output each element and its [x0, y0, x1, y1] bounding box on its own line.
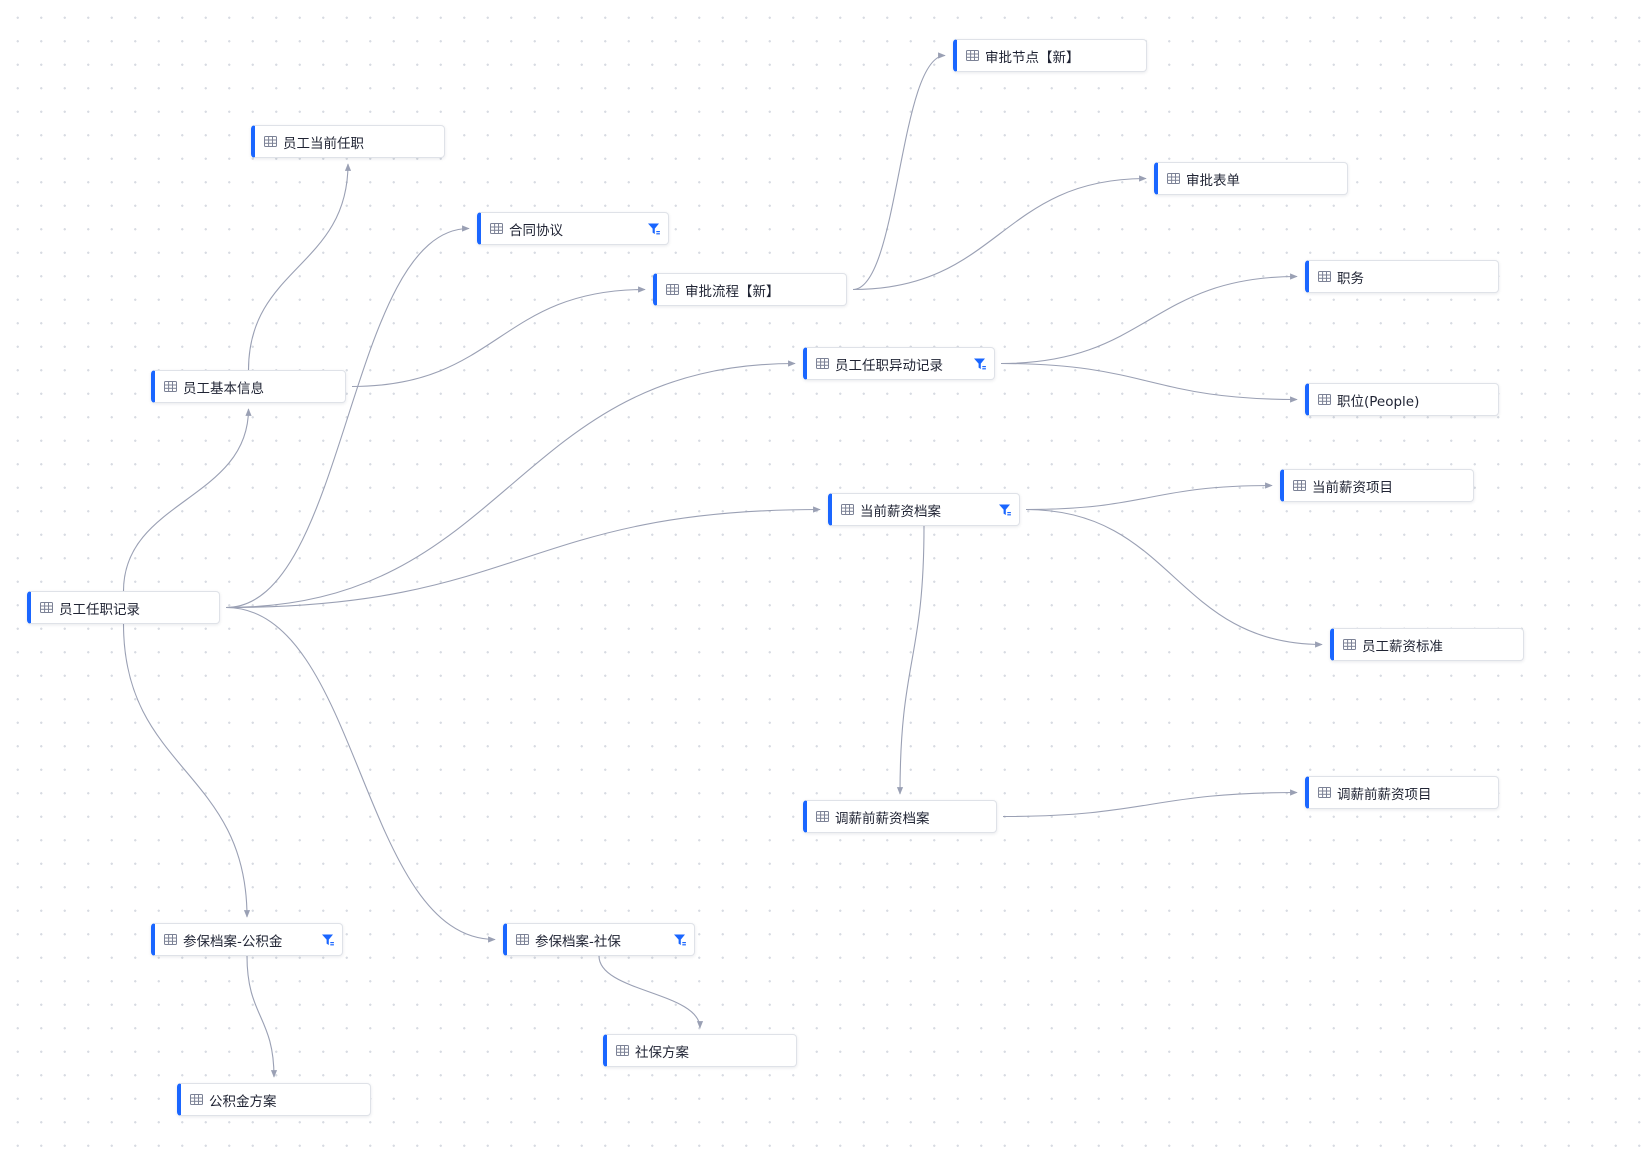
node-label: 员工任职记录 — [59, 601, 140, 618]
table-icon — [966, 50, 979, 61]
node-label: 当前薪资项目 — [1312, 479, 1393, 496]
edge-n12-n10 — [225, 506, 821, 609]
table-node-social-security-plan[interactable]: 社保方案 — [603, 1034, 797, 1067]
table-node-approval-form[interactable]: 审批表单 — [1154, 162, 1348, 195]
node-label: 公积金方案 — [209, 1093, 277, 1110]
edge-n16-n19 — [246, 955, 278, 1078]
filter-icon[interactable] — [998, 503, 1012, 517]
edge-n12-n9 — [122, 408, 252, 592]
edge-n9-n3 — [351, 286, 646, 388]
node-label: 参保档案-社保 — [535, 933, 621, 950]
node-label: 员工当前任职 — [283, 135, 364, 152]
node-label: 参保档案-公积金 — [183, 933, 283, 950]
table-icon — [1167, 173, 1180, 184]
table-node-insurance-social-security[interactable]: 参保档案-社保 — [503, 923, 695, 956]
table-node-employee-position-record[interactable]: 员工任职记录 — [27, 591, 220, 624]
table-icon — [616, 1045, 629, 1056]
filter-icon[interactable] — [321, 933, 335, 947]
table-node-employee-basic-info[interactable]: 员工基本信息 — [151, 370, 346, 403]
edge-n3-n5 — [852, 175, 1147, 291]
table-node-current-salary-items[interactable]: 当前薪资项目 — [1280, 469, 1474, 502]
table-icon — [1293, 480, 1306, 491]
edge-n17-n18 — [598, 955, 704, 1029]
table-icon — [264, 136, 277, 147]
table-icon — [816, 358, 829, 369]
table-icon — [1318, 394, 1331, 405]
table-node-insurance-housing-fund[interactable]: 参保档案-公积金 — [151, 923, 343, 956]
node-label: 员工任职异动记录 — [835, 357, 943, 374]
node-label: 当前薪资档案 — [860, 503, 941, 520]
table-icon — [516, 934, 529, 945]
table-icon — [666, 284, 679, 295]
table-icon — [490, 223, 503, 234]
table-node-employee-current-position[interactable]: 员工当前任职 — [251, 125, 445, 158]
edge-n7-n6 — [1000, 273, 1298, 365]
node-label: 审批表单 — [1186, 172, 1240, 189]
edge-n9-n1 — [247, 163, 352, 371]
node-label: 社保方案 — [635, 1044, 689, 1061]
node-label: 调薪前薪资档案 — [835, 810, 930, 827]
table-icon — [40, 602, 53, 613]
table-icon — [1343, 639, 1356, 650]
table-icon — [190, 1094, 203, 1105]
table-node-approval-node[interactable]: 审批节点【新】 — [953, 39, 1147, 72]
table-node-pre-adjust-salary-items[interactable]: 调薪前薪资项目 — [1305, 776, 1499, 809]
table-icon — [1318, 271, 1331, 282]
filter-icon[interactable] — [973, 357, 987, 371]
table-node-employee-salary-standard[interactable]: 员工薪资标准 — [1330, 628, 1524, 661]
table-node-employee-position-change[interactable]: 员工任职异动记录 — [803, 347, 995, 380]
node-label: 职务 — [1337, 270, 1364, 287]
edge-n14-n15 — [1002, 789, 1298, 818]
edge-n10-n14 — [896, 525, 925, 795]
table-icon — [164, 381, 177, 392]
table-node-job-duty[interactable]: 职务 — [1305, 260, 1499, 293]
table-node-housing-fund-plan[interactable]: 公积金方案 — [177, 1083, 371, 1116]
edge-n12-n2 — [225, 225, 470, 609]
table-icon — [1318, 787, 1331, 798]
node-label: 职位(People) — [1337, 393, 1420, 410]
table-node-contract-agreement[interactable]: 合同协议 — [477, 212, 669, 245]
edge-n12-n17 — [225, 606, 496, 943]
edge-n12-n16 — [122, 623, 251, 918]
table-node-current-salary-file[interactable]: 当前薪资档案 — [828, 493, 1020, 526]
node-label: 审批流程【新】 — [685, 283, 780, 300]
table-node-pre-adjust-salary-file[interactable]: 调薪前薪资档案 — [803, 800, 997, 833]
table-icon — [164, 934, 177, 945]
node-label: 员工薪资标准 — [1362, 638, 1443, 655]
edge-n10-n11 — [1025, 482, 1273, 511]
node-label: 审批节点【新】 — [985, 49, 1080, 66]
table-node-approval-process[interactable]: 审批流程【新】 — [653, 273, 847, 306]
table-icon — [841, 504, 854, 515]
edge-n12-n7 — [225, 360, 796, 609]
table-icon — [816, 811, 829, 822]
edge-n10-n13 — [1025, 508, 1323, 648]
node-label: 合同协议 — [509, 222, 563, 239]
node-label: 员工基本信息 — [183, 380, 264, 397]
filter-icon[interactable] — [647, 222, 661, 236]
filter-icon[interactable] — [673, 933, 687, 947]
node-label: 调薪前薪资项目 — [1337, 786, 1432, 803]
edge-n7-n8 — [1000, 362, 1298, 403]
table-node-position-people[interactable]: 职位(People) — [1305, 383, 1499, 416]
edge-n3-n4 — [852, 52, 946, 291]
